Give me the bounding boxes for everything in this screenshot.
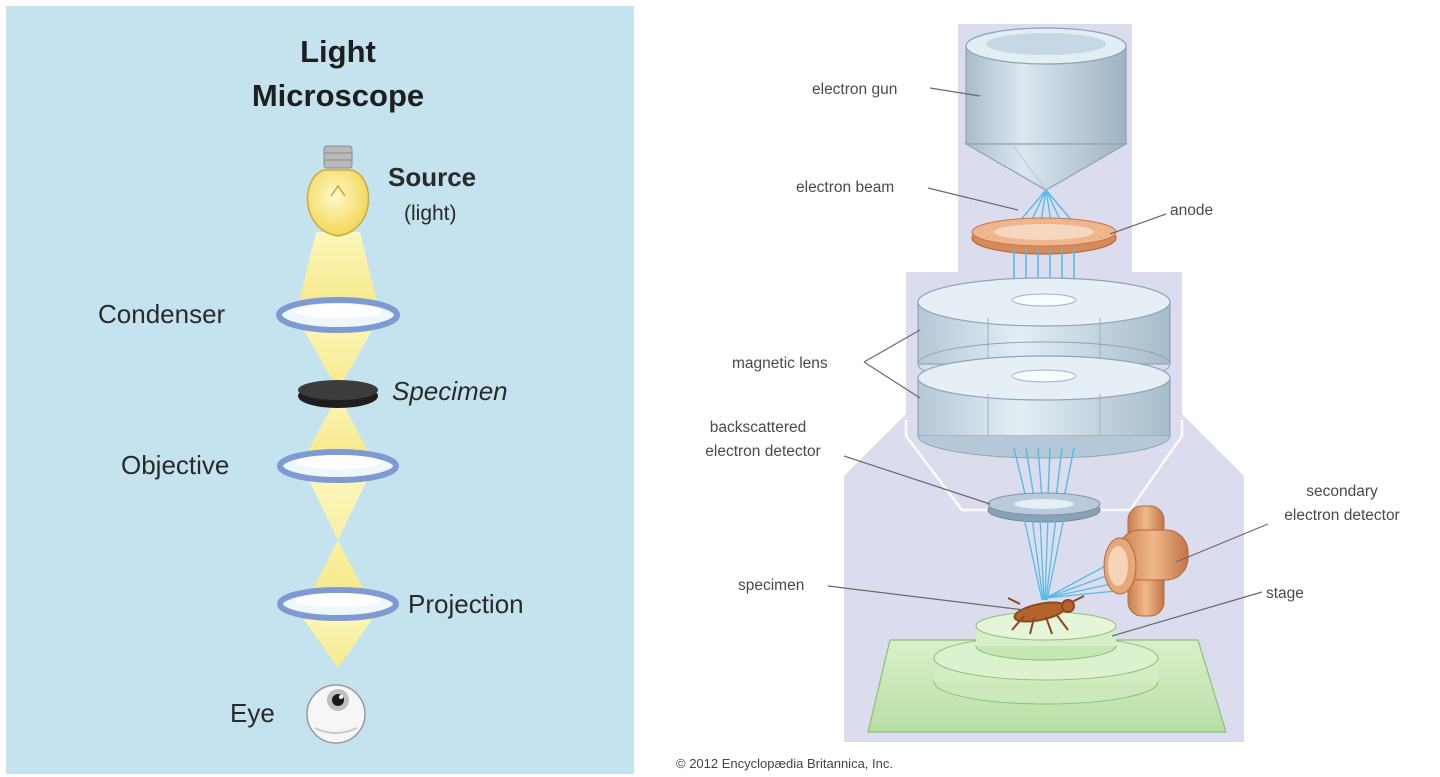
electron-microscope-panel: electron gun electron beam anode magneti… <box>676 24 1400 771</box>
condenser-lens <box>276 297 400 333</box>
lm-label-source: Source <box>388 162 476 192</box>
electron-gun <box>963 27 1129 191</box>
copyright-credit: © 2012 Encyclopædia Britannica, Inc. <box>676 756 893 771</box>
backscattered-detector <box>987 492 1101 523</box>
em-label-backscattered-line2: electron detector <box>705 443 820 460</box>
em-label-electron-beam: electron beam <box>796 179 894 196</box>
em-label-anode: anode <box>1170 202 1213 219</box>
light-beam <box>298 232 378 668</box>
lm-label-specimen: Specimen <box>392 376 508 406</box>
em-label-stage: stage <box>1266 585 1304 602</box>
eye-icon <box>306 684 366 744</box>
lm-label-projection: Projection <box>408 589 524 619</box>
light-bulb-icon <box>306 145 370 237</box>
magnetic-lens-lower <box>917 355 1171 459</box>
lm-title-line2: Microscope <box>252 78 424 113</box>
em-label-specimen: specimen <box>738 577 804 594</box>
stage <box>867 611 1227 733</box>
anode-ring <box>971 217 1117 255</box>
objective-lens <box>277 449 399 483</box>
focused-beam <box>1013 447 1075 499</box>
lm-label-condenser: Condenser <box>98 299 226 329</box>
light-microscope-panel: Light Microscope Source (light) Condense… <box>6 6 634 774</box>
lm-label-objective: Objective <box>121 450 229 480</box>
label-leaders <box>827 87 1269 637</box>
em-label-magnetic-lens: magnetic lens <box>732 355 828 372</box>
em-label-secondary-line2: electron detector <box>1284 507 1399 524</box>
lm-title-line1: Light <box>300 34 376 69</box>
em-label-backscattered-line1: backscattered <box>710 419 807 436</box>
lm-label-eye: Eye <box>230 698 275 728</box>
specimen-insect <box>1007 595 1085 635</box>
em-label-electron-gun: electron gun <box>812 81 897 98</box>
specimen-disc <box>298 380 378 408</box>
projection-lens <box>277 587 399 621</box>
em-label-secondary-line1: secondary <box>1306 483 1378 500</box>
secondary-detector <box>1103 505 1189 617</box>
magnetic-lens-upper <box>917 277 1171 387</box>
lm-label-source-sub: (light) <box>404 202 457 225</box>
